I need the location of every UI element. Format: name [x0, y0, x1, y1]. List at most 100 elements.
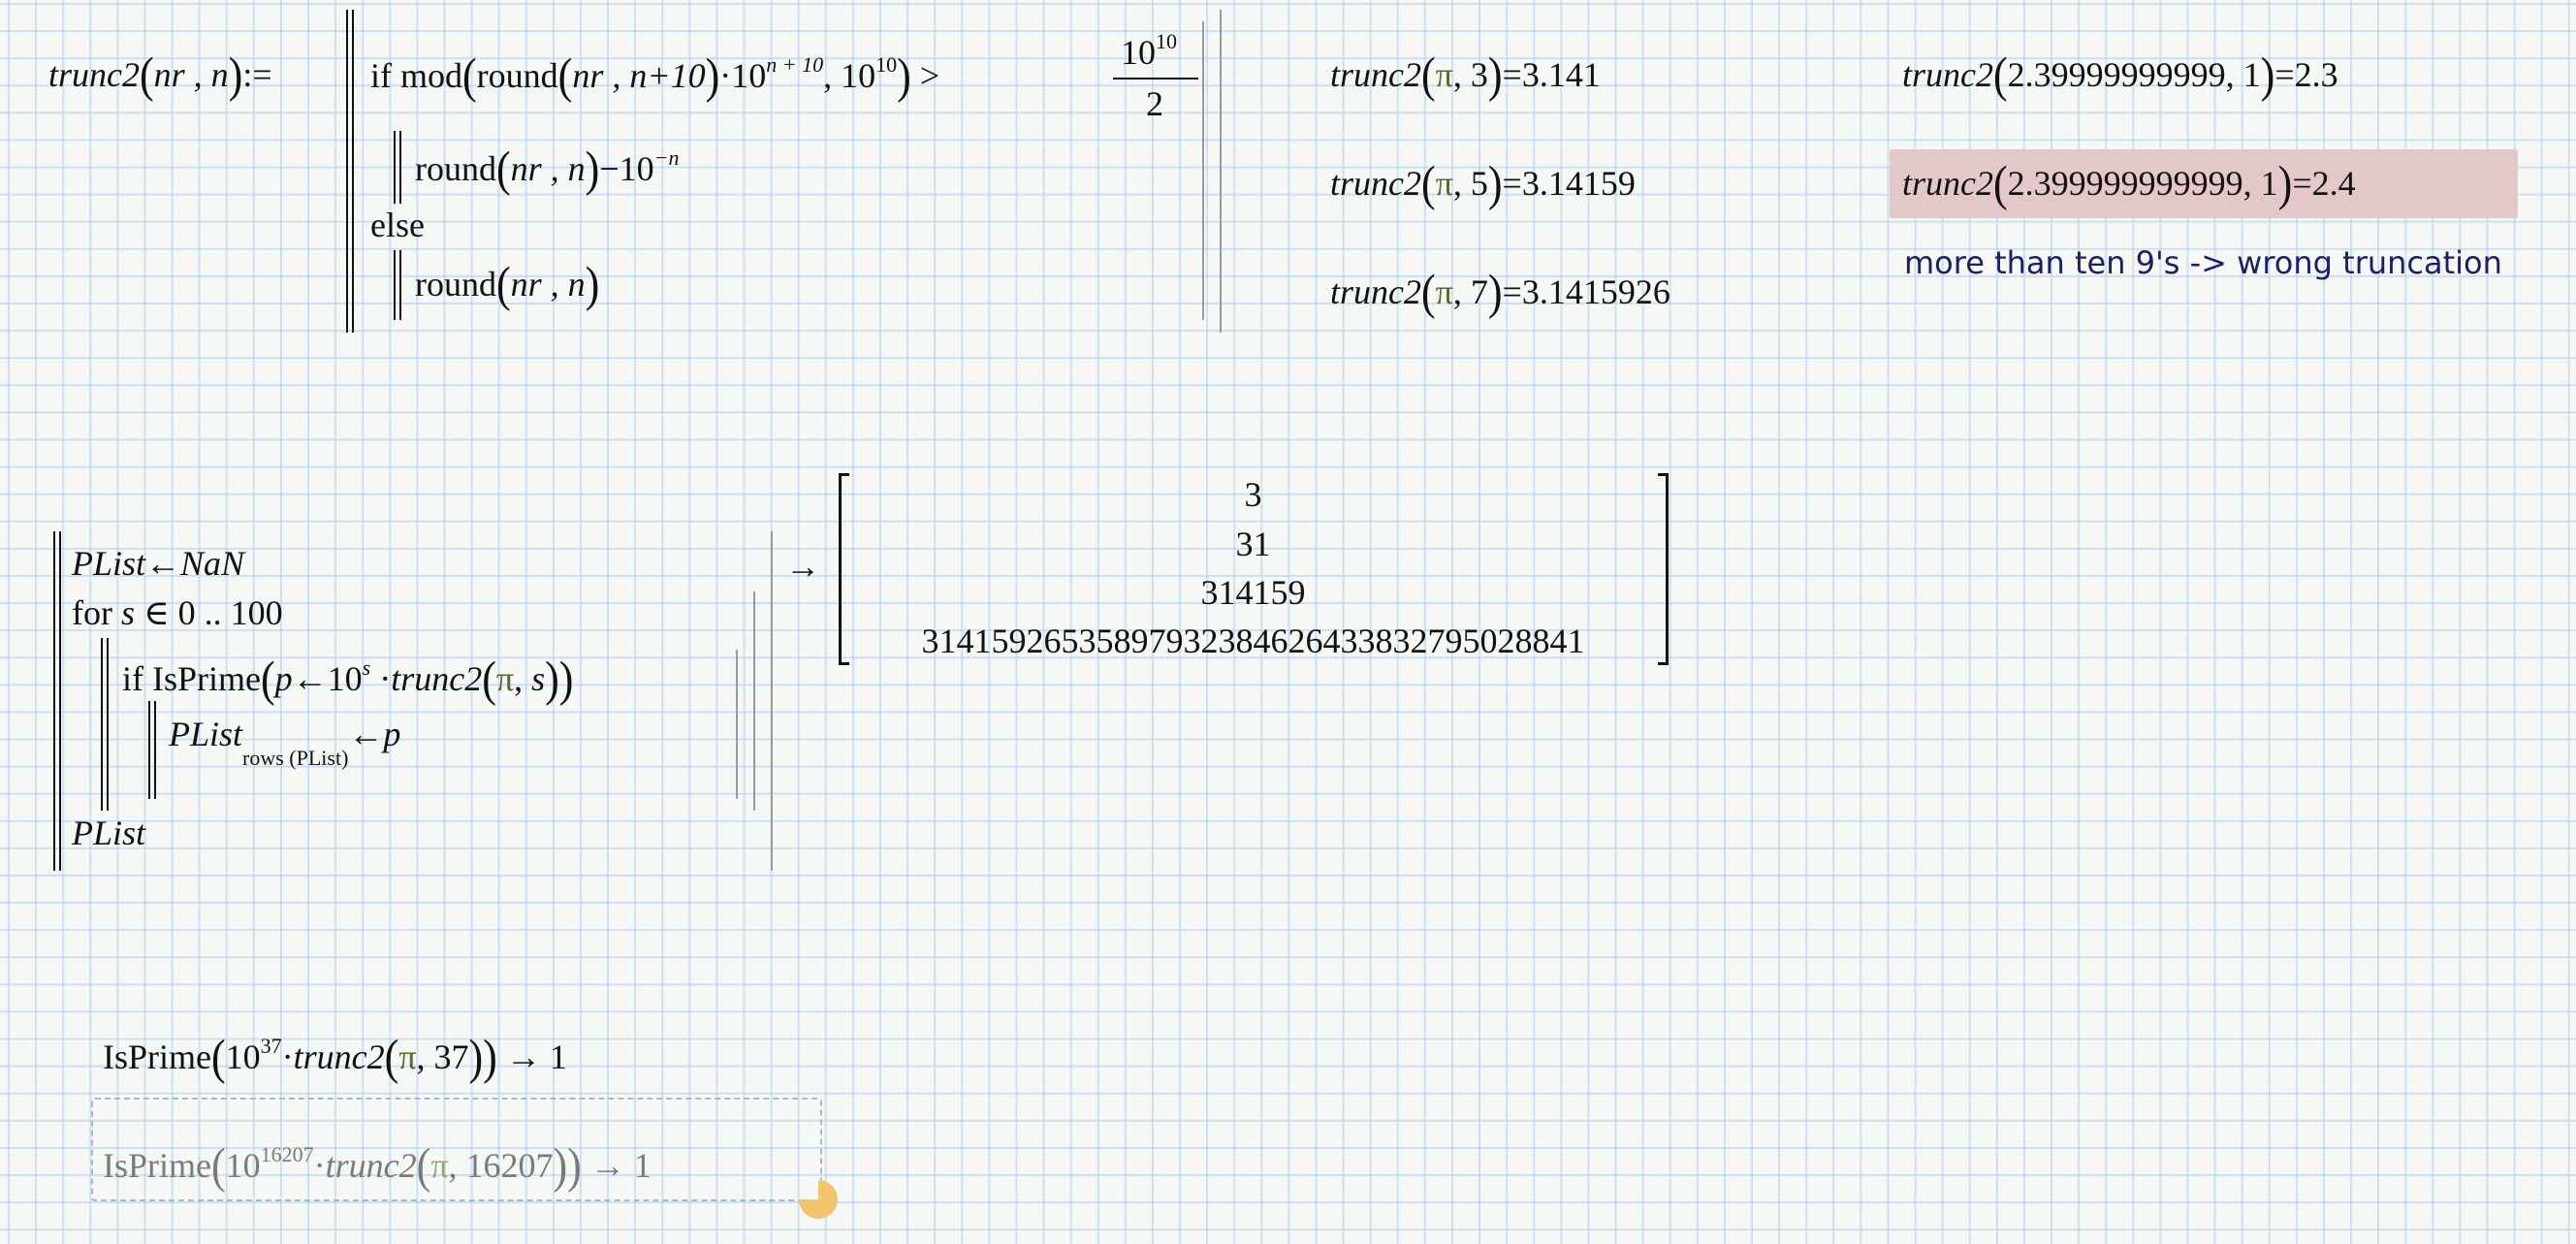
- mod-fn: mod: [400, 56, 463, 95]
- result-value: 3.141: [1521, 55, 1601, 94]
- open-paren: (: [496, 257, 511, 312]
- power-exponent: 37: [260, 1034, 282, 1058]
- arg-digits: 1: [2242, 55, 2261, 94]
- text-note[interactable]: more than ten 9's -> wrong truncation: [1904, 244, 2502, 281]
- loop-var: s: [531, 659, 546, 698]
- close-paren: ): [2260, 48, 2275, 103]
- if-condition-line[interactable]: if mod(round(nr , n+10)·10n + 10, 1010) …: [370, 51, 940, 101]
- eval-edge-ten-nines[interactable]: trunc2(2.39999999999, 1)=2.3: [1902, 50, 2338, 100]
- fraction-numerator: 1010: [1121, 31, 1177, 72]
- arg-number: 2.399999999999: [2007, 164, 2243, 203]
- power-base: 10: [327, 659, 363, 698]
- comparator: >: [919, 56, 940, 95]
- open-paren: (: [557, 48, 573, 104]
- region-boundary-2: [753, 591, 755, 811]
- result-vector-row: 31: [1235, 525, 1271, 563]
- isprime-37-eval[interactable]: IsPrime(1037·trunc2(π, 37)) → 1: [103, 1033, 567, 1082]
- fn-name: trunc2: [391, 659, 483, 698]
- program-bar-outer: [346, 10, 354, 333]
- dot-operator: ·: [313, 1146, 326, 1185]
- element-of: ∈: [143, 593, 170, 632]
- pi-constant: π: [1435, 55, 1453, 94]
- range: 0 .. 100: [177, 593, 283, 632]
- round-fn: round: [415, 149, 496, 188]
- if-keyword: if: [370, 56, 392, 95]
- open-paren: (: [1993, 156, 2008, 211]
- assign-operator: :=: [242, 55, 272, 94]
- else-branch-bar: [394, 250, 401, 320]
- power-exponent: 16207: [260, 1142, 314, 1166]
- program-line-for[interactable]: for s ∈ 0 .. 100: [72, 595, 283, 630]
- power-base: 10: [731, 56, 767, 95]
- eval-edge-eleven-nines[interactable]: trunc2(2.399999999999, 1)=2.4: [1902, 156, 2356, 211]
- power-exponent: −n: [653, 145, 680, 170]
- var-plist: PList: [72, 544, 146, 583]
- for-keyword: for: [72, 593, 112, 632]
- function-name: trunc2: [48, 55, 140, 94]
- fn-name: trunc2: [1330, 55, 1421, 94]
- fn-name: trunc2: [293, 1037, 385, 1076]
- then-branch-line[interactable]: round(nr , n)−10−n: [415, 144, 680, 194]
- open-paren: (: [496, 142, 511, 197]
- comma: ,: [2242, 164, 2261, 203]
- if-keyword: if: [122, 659, 143, 698]
- arg-digits: 3: [1470, 55, 1488, 94]
- dot-operator: ·: [281, 1037, 294, 1076]
- open-paren: (: [211, 1030, 226, 1085]
- close-paren: ): [897, 48, 911, 104]
- open-paren: (: [140, 48, 154, 103]
- comma: ,: [1452, 272, 1471, 311]
- local-assign-arrow: ←: [348, 715, 384, 753]
- eval-pi-7[interactable]: trunc2(π, 7)=3.1415926: [1330, 268, 1670, 317]
- isprime-16207-eval[interactable]: IsPrime(1016207·trunc2(π, 16207)) → 1: [103, 1141, 652, 1191]
- eval-pi-5[interactable]: trunc2(π, 5)=3.14159: [1330, 159, 1636, 208]
- open-paren: (: [384, 1030, 399, 1085]
- fraction-denominator: 2: [1146, 86, 1163, 121]
- comma: ,: [823, 56, 842, 95]
- round-fn: round: [476, 56, 558, 95]
- close-paren: ): [1487, 265, 1503, 320]
- mod-base: 10: [841, 56, 876, 95]
- arg-digits: 5: [1470, 164, 1488, 203]
- var-plist: PList: [169, 715, 243, 753]
- equals: =: [1502, 164, 1522, 203]
- region-boundary-outer: [1220, 10, 1222, 333]
- result-vector-row: 31415926535897932384626433832795028841: [921, 622, 1585, 660]
- fn-name: trunc2: [325, 1146, 417, 1185]
- power-exponent: n + 10: [766, 52, 824, 77]
- result-vector-row: 314159: [1200, 573, 1306, 612]
- power-exponent: s: [362, 655, 371, 680]
- region-boundary-inner: [1202, 21, 1204, 320]
- fn-name: trunc2: [1902, 164, 1993, 203]
- program-line-append[interactable]: PListrows (PList)←p: [169, 717, 400, 769]
- if-body-bar: [148, 701, 156, 799]
- else-branch-line[interactable]: round(nr , n): [415, 260, 599, 309]
- program-line-if[interactable]: if IsPrime(p←10s ·trunc2(π, s)): [122, 654, 573, 704]
- function-args: nr , n: [153, 55, 229, 94]
- power-base: 10: [225, 1146, 261, 1185]
- close-paren: ): [705, 48, 720, 104]
- program-line-return[interactable]: PList: [72, 815, 145, 850]
- eval-pi-3[interactable]: trunc2(π, 3)=3.141: [1330, 50, 1601, 100]
- comma: ,: [448, 1146, 466, 1185]
- error-highlight: [1890, 149, 2518, 218]
- disabled-region-border[interactable]: [91, 1098, 822, 1201]
- symbolic-arrow: →: [589, 1146, 625, 1185]
- trunc2-definition-region[interactable]: trunc2(nr , n):=: [48, 50, 272, 100]
- comma: ,: [514, 659, 532, 698]
- program-line-init[interactable]: PList←NaN: [72, 546, 244, 581]
- dot-operator: ·: [719, 56, 732, 95]
- local-assign-arrow: ←: [145, 544, 181, 583]
- round-args: nr , n+10: [572, 56, 706, 95]
- pi-constant: π: [1435, 164, 1453, 203]
- numerator-base: 10: [1121, 33, 1156, 72]
- else-keyword: else: [370, 206, 425, 244]
- close-paren: )): [545, 652, 574, 707]
- region-boundary-1: [736, 650, 738, 799]
- open-paren: (: [462, 48, 477, 104]
- equals: =: [1502, 272, 1522, 311]
- arg-digits: 16207: [465, 1146, 554, 1185]
- result-value: 3.1415926: [1521, 272, 1670, 311]
- close-paren: ): [228, 48, 243, 103]
- close-paren: ): [2277, 156, 2293, 211]
